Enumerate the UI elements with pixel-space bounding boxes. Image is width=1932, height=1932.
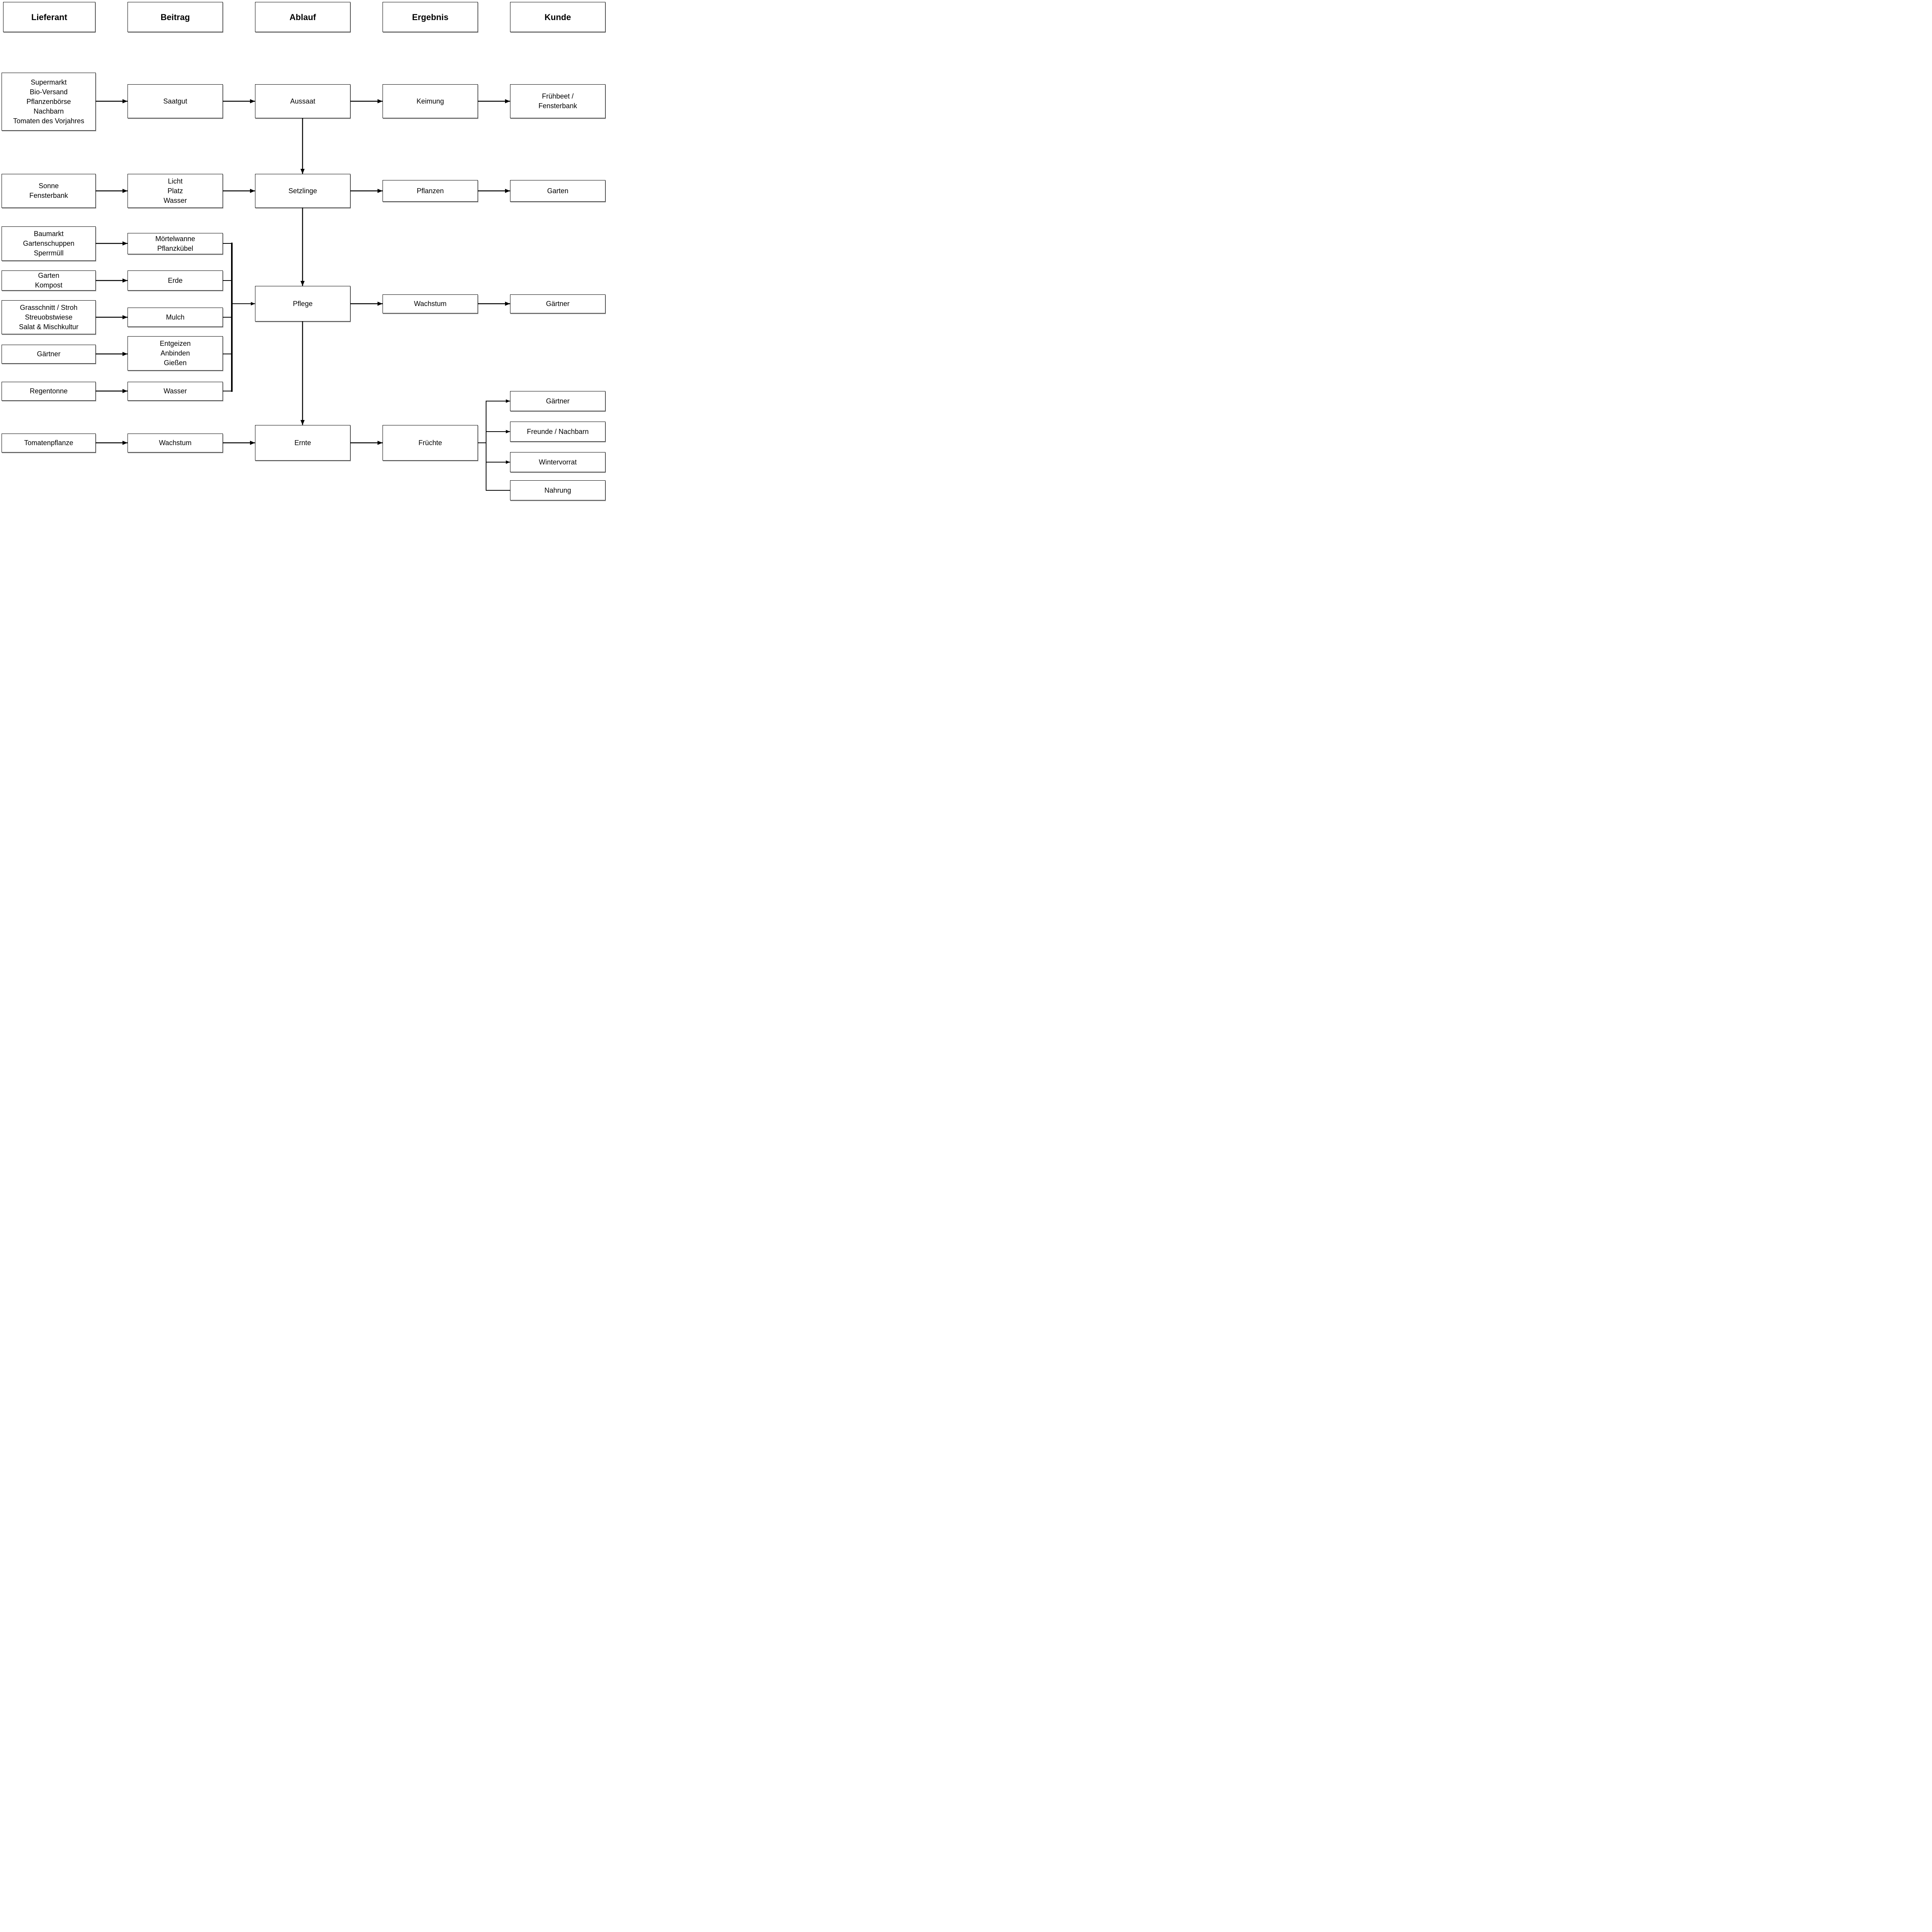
node-regentonne: Regentonne (2, 382, 96, 401)
node-aussaat: Aussaat (255, 84, 350, 118)
node-erde: Erde (128, 270, 223, 291)
node-wachstum-ergebnis: Wachstum (383, 294, 478, 313)
node-wasser: Wasser (128, 382, 223, 401)
node-grasschnitt-gruppe: Grasschnitt / Stroh Streuobstwiese Salat… (2, 300, 96, 334)
node-freunde-nachbarn: Freunde / Nachbarn (510, 422, 605, 442)
node-pflanzen: Pflanzen (383, 180, 478, 202)
sipoc-diagram: Lieferant Beitrag Ablauf Ergebnis Kunde … (0, 0, 606, 502)
node-quellen-saatgut: Supermarkt Bio-Versand Pflanzenbörse Nac… (2, 73, 96, 131)
node-keimung: Keimung (383, 84, 478, 118)
node-wachstum-beitrag: Wachstum (128, 434, 223, 452)
node-sonne-fensterbank: Sonne Fensterbank (2, 174, 96, 208)
node-nahrung: Nahrung (510, 480, 605, 500)
header-ergebnis: Ergebnis (383, 2, 478, 32)
node-fruehbeet-fensterbank: Frühbeet / Fensterbank (510, 84, 605, 118)
header-ablauf: Ablauf (255, 2, 350, 32)
header-beitrag: Beitrag (128, 2, 223, 32)
header-kunde: Kunde (510, 2, 605, 32)
node-gaertner-lieferant: Gärtner (2, 345, 96, 364)
node-licht-platz-wasser: Licht Platz Wasser (128, 174, 223, 208)
node-garten-kompost: Garten Kompost (2, 270, 96, 291)
header-lieferant: Lieferant (3, 2, 95, 32)
node-ernte: Ernte (255, 425, 350, 461)
node-baumarkt-gruppe: Baumarkt Gartenschuppen Sperrmüll (2, 226, 96, 261)
node-setzlinge: Setzlinge (255, 174, 350, 208)
node-entgeizen-anbinden-giessen: Entgeizen Anbinden Gießen (128, 336, 223, 371)
node-mulch: Mulch (128, 308, 223, 327)
node-wintervorrat: Wintervorrat (510, 452, 605, 472)
node-pflege: Pflege (255, 286, 350, 321)
node-saatgut: Saatgut (128, 84, 223, 118)
node-moertelwanne-pflanzkuebel: Mörtelwanne Pflanzkübel (128, 233, 223, 254)
node-tomatenpflanze: Tomatenpflanze (2, 434, 96, 452)
node-gaertner-kunde: Gärtner (510, 294, 605, 313)
node-gaertner-kunde2: Gärtner (510, 391, 605, 411)
node-fruechte: Früchte (383, 425, 478, 461)
node-garten: Garten (510, 180, 605, 202)
